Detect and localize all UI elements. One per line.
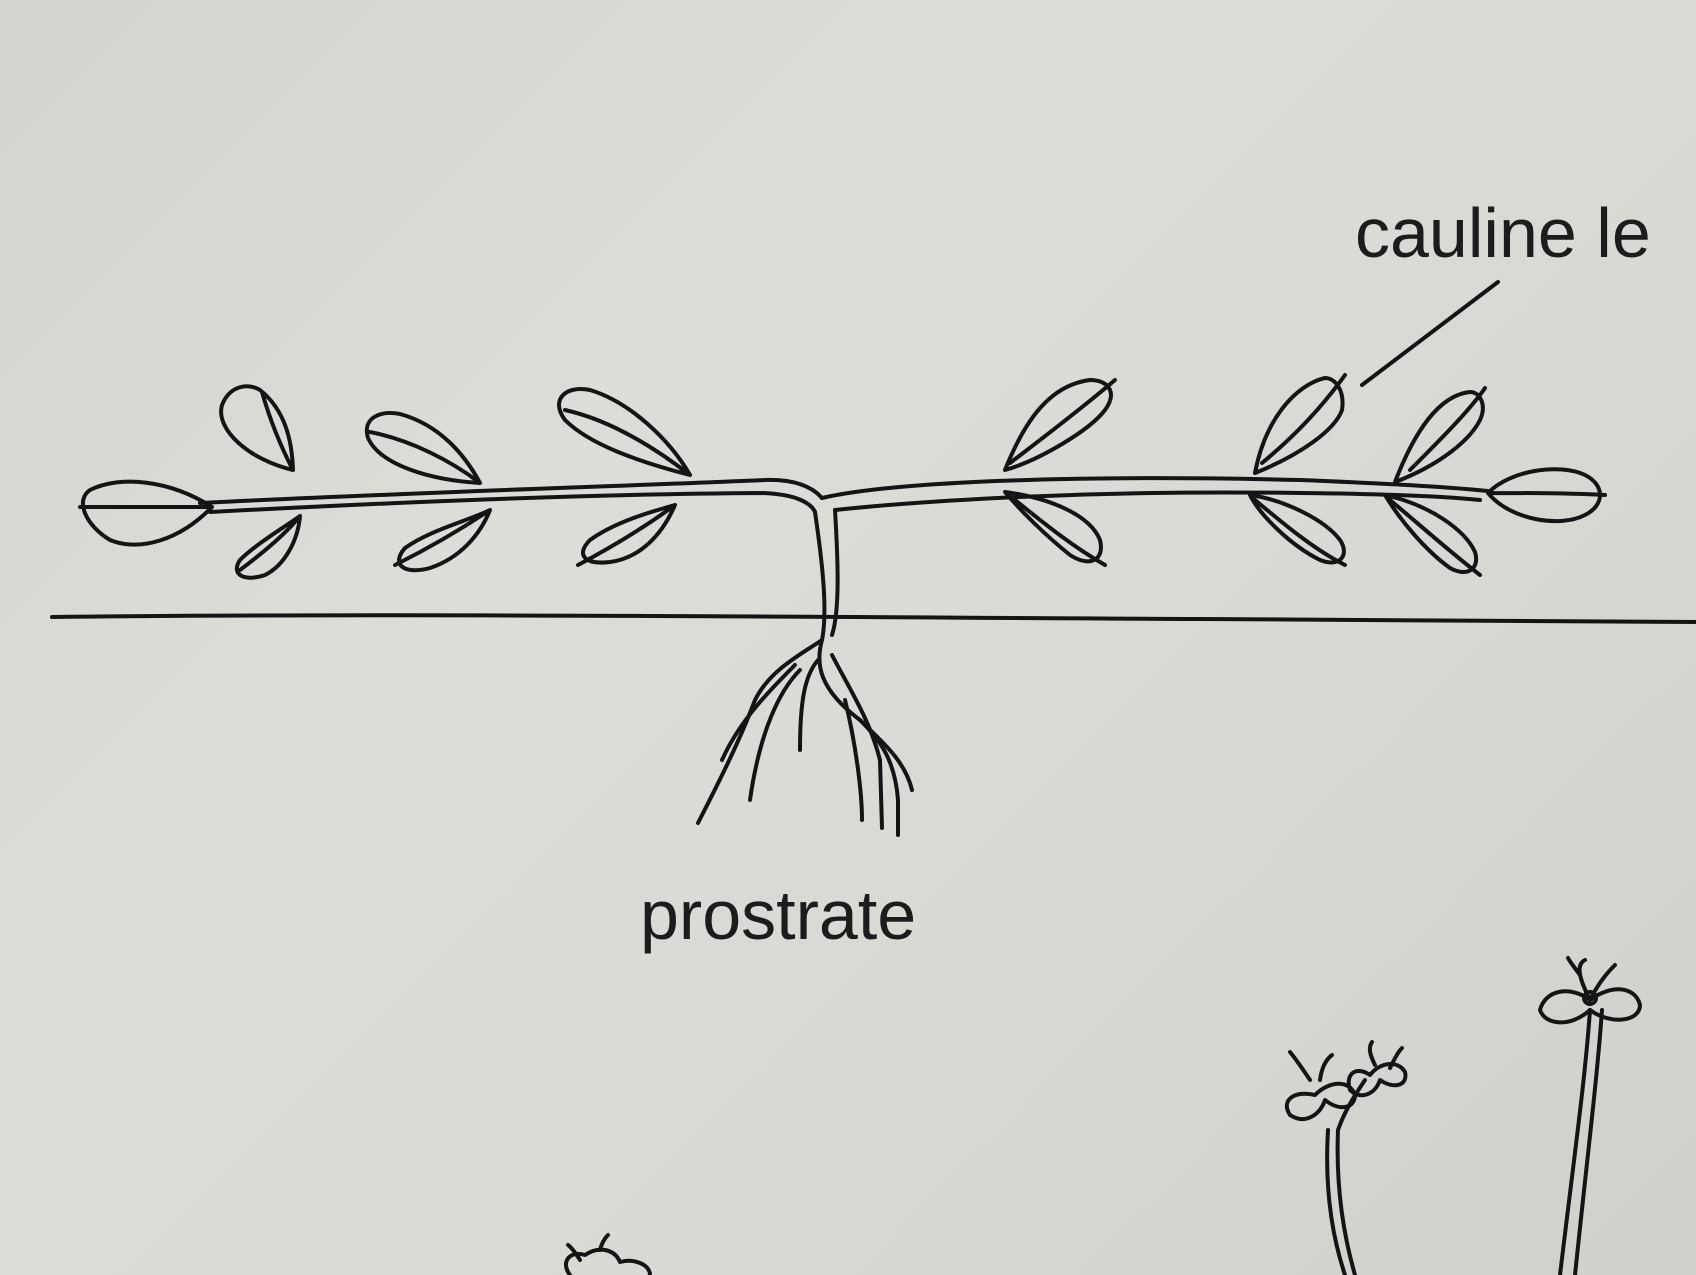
leaf — [576, 503, 677, 567]
leaf — [219, 384, 295, 472]
leaf — [1253, 373, 1347, 475]
leaf — [364, 411, 482, 485]
ground-line — [50, 613, 1696, 624]
leaf — [234, 514, 302, 580]
leaf — [1003, 490, 1107, 567]
leaf — [393, 508, 492, 573]
leaf — [1393, 386, 1487, 484]
leaf — [1003, 378, 1117, 472]
flower — [1346, 1062, 1408, 1098]
root-system — [696, 508, 914, 837]
flower — [1538, 987, 1642, 1025]
partial-plant-branched — [1284, 1040, 1408, 1275]
leaf — [78, 479, 214, 547]
flower — [564, 1247, 652, 1275]
leader-line — [1360, 280, 1500, 387]
partial-plant-bottom — [564, 1233, 652, 1275]
upper-leaves — [219, 373, 1487, 485]
prostrate-stem — [198, 476, 1490, 514]
terminal-leaves — [78, 467, 1607, 547]
leaf — [1486, 467, 1607, 523]
lower-leaves — [234, 490, 1482, 580]
leaf — [557, 387, 692, 477]
cauline-leaf-label: cauline le — [1355, 194, 1651, 272]
leaf — [1248, 493, 1347, 567]
leaf — [1383, 493, 1482, 577]
habit-caption: prostrate — [640, 876, 917, 954]
partial-plant-right — [1538, 956, 1642, 1275]
